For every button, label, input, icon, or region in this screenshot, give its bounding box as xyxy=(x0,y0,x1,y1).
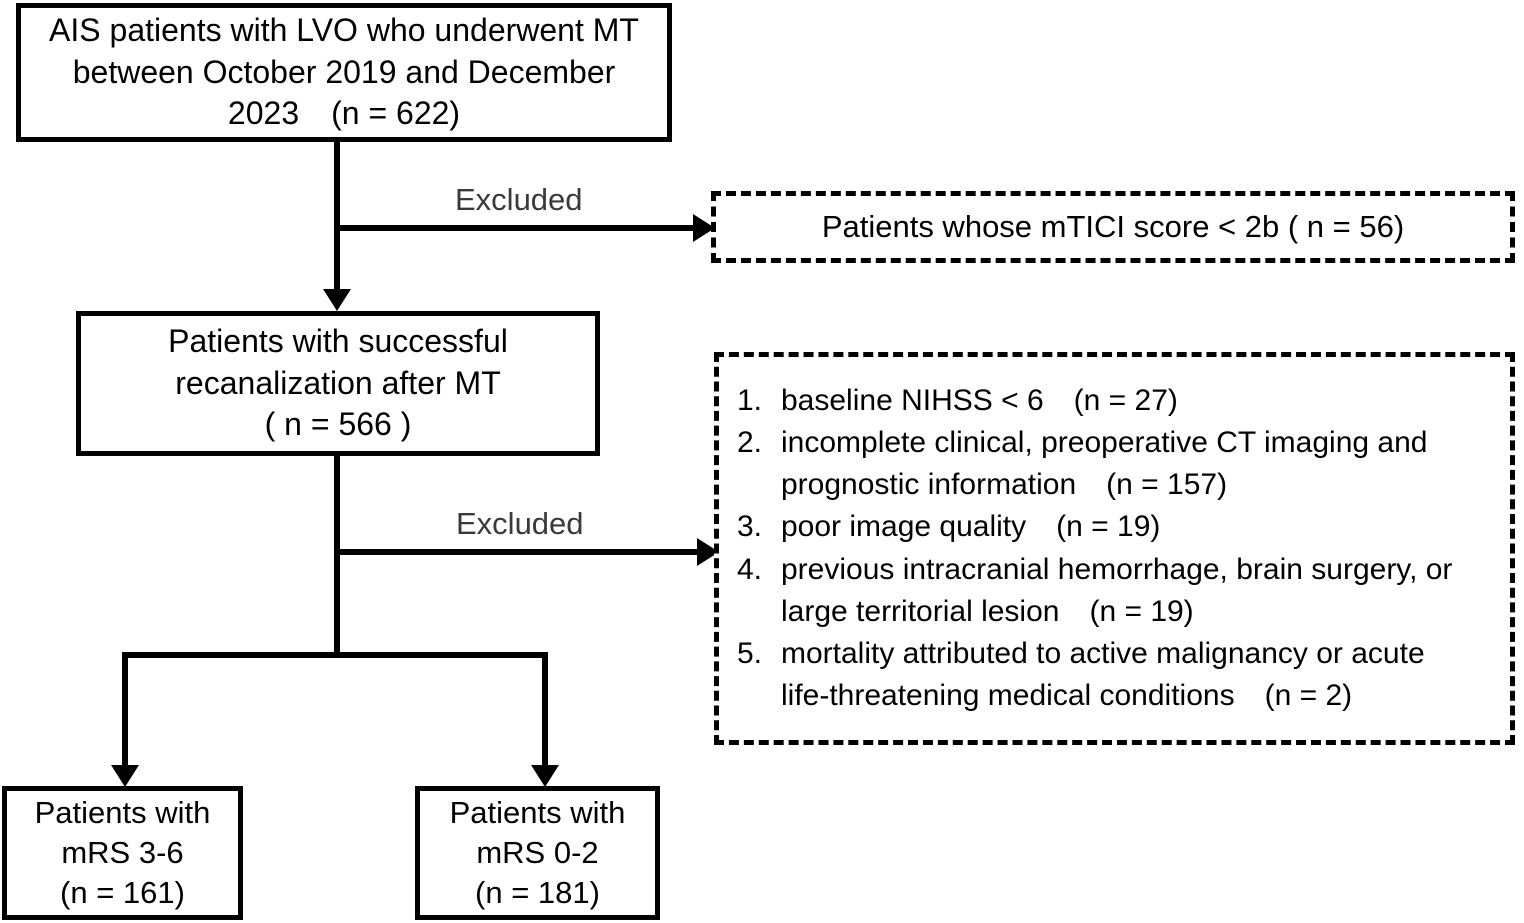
list-item-text: poor image quality (n = 19) xyxy=(781,510,1161,544)
list-item: 5. mortality attributed to active malign… xyxy=(737,634,1496,674)
node-recanalized-line-2: recanalization after MT xyxy=(175,364,501,401)
connector-to-mrs36 xyxy=(122,652,128,768)
node-successful-recanalization: Patients with successful recanalization … xyxy=(76,311,600,456)
node-enrolled-line-3: 2023 (n = 622) xyxy=(227,95,461,132)
node-mrs-0-2: Patients with mRS 0-2 (n = 181) xyxy=(415,786,660,920)
node-enrolled-line-2: between October 2019 and December xyxy=(72,53,616,90)
list-item: prognostic information (n = 157) xyxy=(737,465,1496,505)
edge-label-excluded-top: Excluded xyxy=(455,182,583,217)
list-item-number: 2. xyxy=(737,425,763,459)
arrowhead-into-mrs36 xyxy=(111,765,139,787)
node-mrs02-line-1: Patients with xyxy=(449,794,626,830)
connector-recanalized-trunk xyxy=(334,456,340,658)
list-item: 2. incomplete clinical, preoperative CT … xyxy=(737,423,1496,463)
arrowhead-into-excluded-list xyxy=(697,538,719,566)
list-item-text: mortality attributed to active malignanc… xyxy=(781,636,1425,670)
list-item-text: large territorial lesion (n = 19) xyxy=(781,594,1194,628)
list-item-text: previous intracranial hemorrhage, brain … xyxy=(781,552,1453,586)
node-excluded-mtici-text: Patients whose mTICI score < 2b ( n = 56… xyxy=(821,209,1405,244)
list-item: large territorial lesion (n = 19) xyxy=(737,592,1496,632)
list-item: 4. previous intracranial hemorrhage, bra… xyxy=(737,550,1496,590)
list-item: 1. baseline NIHSS < 6 (n = 27) xyxy=(737,381,1496,421)
node-mrs36-line-2: mRS 3-6 xyxy=(61,834,184,870)
node-mrs-3-6: Patients with mRS 3-6 (n = 161) xyxy=(2,786,243,920)
list-item-number: 3. xyxy=(737,510,763,544)
node-mrs02-line-3: (n = 181) xyxy=(475,875,600,911)
edge-label-excluded-bottom: Excluded xyxy=(456,506,584,541)
list-item-text: incomplete clinical, preoperative CT ima… xyxy=(781,425,1428,459)
node-recanalized-line-1: Patients with successful xyxy=(168,323,508,360)
list-item-number: 4. xyxy=(737,552,763,586)
node-excluded-criteria-list: 1. baseline NIHSS < 6 (n = 27) 2. incomp… xyxy=(714,352,1515,745)
node-mrs36-line-3: (n = 161) xyxy=(60,875,185,911)
arrowhead-into-excluded-mtici xyxy=(693,214,715,242)
list-item: life-threatening medical conditions (n =… xyxy=(737,676,1496,716)
node-recanalized-line-3: ( n = 566 ) xyxy=(264,406,412,443)
connector-excluded-mtici xyxy=(337,225,699,231)
list-item-text: life-threatening medical conditions (n =… xyxy=(781,679,1353,713)
arrowhead-into-mrs02 xyxy=(531,765,559,787)
node-enrolled-patients: AIS patients with LVO who underwent MT b… xyxy=(16,3,672,142)
connector-split-bar xyxy=(122,652,548,658)
arrowhead-into-recanalized xyxy=(323,289,351,311)
list-item-text: prognostic information (n = 157) xyxy=(781,468,1228,502)
connector-excluded-list xyxy=(337,549,703,555)
node-mrs02-line-2: mRS 0-2 xyxy=(476,834,599,870)
node-excluded-mtici: Patients whose mTICI score < 2b ( n = 56… xyxy=(711,191,1515,263)
connector-enrolled-to-recanalized xyxy=(334,142,340,292)
node-enrolled-line-1: AIS patients with LVO who underwent MT xyxy=(49,12,639,49)
list-item: 3. poor image quality (n = 19) xyxy=(737,507,1496,547)
list-item-text: baseline NIHSS < 6 (n = 27) xyxy=(781,383,1178,417)
list-item-number: 1. xyxy=(737,383,763,417)
connector-to-mrs02 xyxy=(542,652,548,768)
list-item-number: 5. xyxy=(737,636,763,670)
node-mrs36-line-1: Patients with xyxy=(34,794,211,830)
